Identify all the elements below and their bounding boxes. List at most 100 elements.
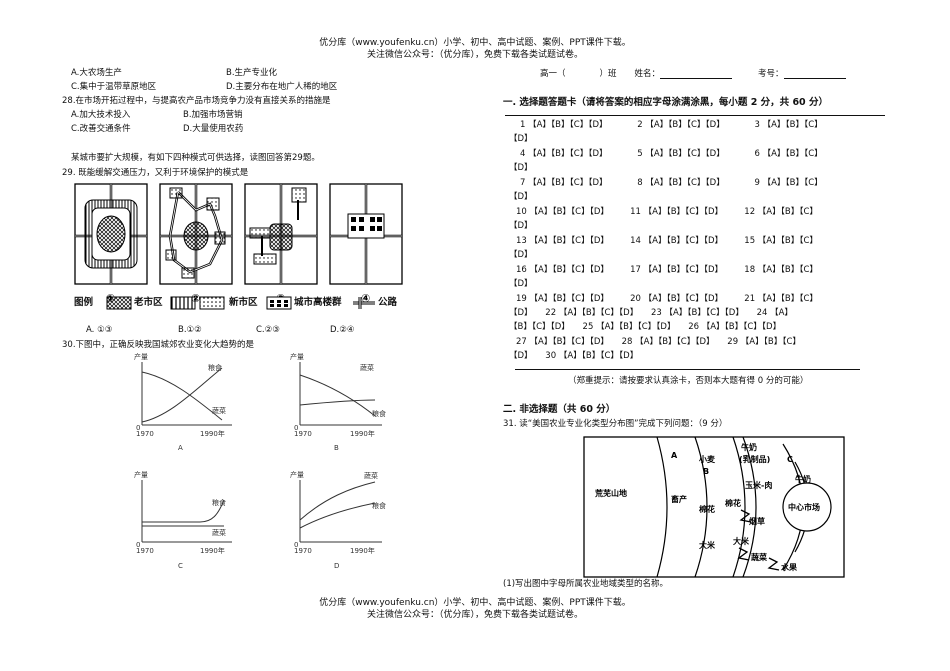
class-prefix: 高一（ <box>540 69 566 79</box>
svg-text:D: D <box>334 562 339 570</box>
q27-opt-d: D.主要分布在地广人稀的地区 <box>226 82 338 92</box>
map-center-market: 中心市场 <box>788 502 820 512</box>
map-cotton-2: 棉花 <box>725 498 741 508</box>
map-rice-2: 大米 <box>733 536 750 546</box>
q30-stem: 30.下图中，正确反映我国城郊农业变化大趋势的是 <box>62 340 255 350</box>
legend-old-swatch <box>106 296 132 310</box>
svg-text:蔬菜: 蔬菜 <box>212 406 226 415</box>
svg-text:粮食: 粮食 <box>208 363 222 372</box>
model-4-diagram <box>329 183 403 285</box>
answer-row-7[interactable]: 19 【A】【B】【C】【D】 20 【A】【B】【C】【D】 21 【A】【B… <box>516 294 818 304</box>
answer-row-1-wrap[interactable]: 【D】 <box>509 134 533 144</box>
svg-text:B: B <box>334 444 339 452</box>
map-livestock: 畜产 <box>671 494 687 504</box>
exam-number-label: 考号： <box>758 69 784 79</box>
q28-opt-a: A.加大技术投入 <box>71 110 131 120</box>
answer-row-3[interactable]: 7 【A】【B】【C】【D】 8 【A】【B】【C】【D】 9 【A】【B】【C… <box>520 178 823 188</box>
answer-row-5-wrap[interactable]: 【D】 <box>509 250 533 260</box>
map-letter-c: C <box>787 455 793 464</box>
model-label-4: ④ <box>361 292 370 305</box>
map-wild: 荒芜山地 <box>594 488 627 498</box>
answer-row-5[interactable]: 13 【A】【B】【C】【D】 14 【A】【B】【C】【D】 15 【A】【B… <box>516 236 818 246</box>
map-letter-a: A <box>671 451 678 460</box>
section-2-title: 二. 非选择题（共 60 分） <box>503 404 616 415</box>
answer-row-2[interactable]: 4 【A】【B】【C】【D】 5 【A】【B】【C】【D】 6 【A】【B】【C… <box>520 149 823 159</box>
answer-card-bottom-rule <box>515 369 860 370</box>
svg-text:1990年: 1990年 <box>200 546 225 555</box>
svg-text:1970: 1970 <box>136 430 154 438</box>
answer-row-3-wrap[interactable]: 【D】 <box>509 192 533 202</box>
map-dairy-2: (乳制品) <box>739 454 770 464</box>
q29-opt-c: C.②③ <box>256 325 280 335</box>
map-veg: 蔬菜 <box>751 552 767 562</box>
answer-row-6[interactable]: 16 【A】【B】【C】【D】 17 【A】【B】【C】【D】 18 【A】【B… <box>516 265 818 275</box>
svg-text:1990年: 1990年 <box>350 429 375 438</box>
svg-text:产量: 产量 <box>290 470 304 479</box>
q29-opt-a: A. ①③ <box>86 325 113 335</box>
answer-card-top-rule <box>505 115 885 116</box>
svg-text:0: 0 <box>136 541 140 549</box>
q27-opt-a: A.大农场生产 <box>71 68 122 78</box>
header-line2: 关注微信公众号：（优分库），免费下载各类试题试卷。 <box>366 50 583 60</box>
map-cotton-1: 棉花 <box>699 504 715 514</box>
graph-d: 产量 0 1970 1990年 蔬菜 粮食 D <box>290 470 386 570</box>
name-label: 姓名： <box>634 69 661 79</box>
map-letter-b: B <box>703 467 709 476</box>
svg-text:蔬菜: 蔬菜 <box>212 528 226 537</box>
model-3-diagram <box>244 183 318 285</box>
map-corn-hog: 玉米-肉 <box>745 480 772 490</box>
footer-line1: 优分库（www.youfenku.cn）小学、初中、高中试题、案例、PPT课件下… <box>319 598 631 608</box>
svg-text:产量: 产量 <box>134 470 148 479</box>
graph-a: 产量 0 1970 1990年 粮食 蔬菜 A <box>134 352 232 452</box>
answer-row-4-wrap[interactable]: 【D】 <box>509 221 533 231</box>
map-tobacco: 烟草 <box>749 516 765 526</box>
svg-text:0: 0 <box>136 424 140 432</box>
section-1-title: 一. 选择题答题卡（请将答案的相应字母涂满涂黑，每小题 2 分，共 60 分） <box>503 97 828 108</box>
footer-line2: 关注微信公众号：（优分库），免费下载各类试题试卷。 <box>366 610 583 620</box>
q29-stem: 29. 既能缓解交通压力，又利于环境保护的模式是 <box>62 168 249 178</box>
exam-number-field[interactable] <box>783 68 846 79</box>
svg-text:C: C <box>178 562 183 570</box>
answer-row-6-wrap[interactable]: 【D】 <box>509 279 533 289</box>
answer-row-10[interactable]: 27 【A】【B】【C】【D】 28 【A】【B】【C】【D】 29 【A】【B… <box>516 337 801 347</box>
map-dairy: 牛奶 <box>741 442 757 452</box>
q28-opt-b: B.加强市场营销 <box>183 110 243 120</box>
answer-row-4[interactable]: 10 【A】【B】【C】【D】 11 【A】【B】【C】【D】 12 【A】【B… <box>516 207 818 217</box>
map-fruit: 水果 <box>780 562 797 572</box>
q27-opt-b: B.生产专业化 <box>226 68 278 78</box>
model-label-2: ② <box>191 292 200 305</box>
city-models-figure: ① ② ③ ④ <box>74 183 403 305</box>
name-field[interactable] <box>660 68 733 79</box>
svg-text:产量: 产量 <box>134 352 148 361</box>
class-suffix: ）班 <box>599 69 617 79</box>
svg-text:产量: 产量 <box>290 352 304 361</box>
map-milk: 牛奶 <box>795 474 811 484</box>
graph-c: 产量 0 1970 1990年 粮食 蔬菜 C <box>134 470 232 570</box>
q27-opt-c: C.集中于温带草原地区 <box>71 82 157 92</box>
svg-text:粮食: 粮食 <box>372 501 386 510</box>
reminder: （郑重提示：请按要求认真涂卡，否则本大题有得 0 分的可能） <box>568 376 809 386</box>
svg-text:0: 0 <box>294 424 298 432</box>
answer-row-11[interactable]: 【D】 30 【A】【B】【C】【D】 <box>509 351 639 361</box>
map-wheat: 小麦 <box>698 454 716 464</box>
q29-opt-b: B.①② <box>178 325 202 335</box>
svg-text:1990年: 1990年 <box>350 546 375 555</box>
answer-row-8[interactable]: 【D】 22 【A】【B】【C】【D】 23 【A】【B】【C】【D】 24 【… <box>509 308 793 318</box>
answer-row-2-wrap[interactable]: 【D】 <box>509 163 533 173</box>
graph-b: 产量 0 1970 1990年 蔬菜 粮食 B <box>290 352 386 452</box>
answer-row-1[interactable]: 1 【A】【B】【C】【D】 2 【A】【B】【C】【D】 3 【A】【B】【C… <box>520 120 823 130</box>
svg-text:蔬菜: 蔬菜 <box>364 471 378 480</box>
legend-road-swatch <box>353 297 375 309</box>
legend-road-label: 公路 <box>378 297 398 308</box>
svg-text:1970: 1970 <box>294 547 312 555</box>
legend-old-label: 老市区 <box>134 297 163 308</box>
q29-intro: 某城市要扩大规模，有如下四种模式可供选择，读图回答第29题。 <box>71 153 320 163</box>
legend-belt-swatch <box>170 296 225 310</box>
svg-text:蔬菜: 蔬菜 <box>360 363 374 372</box>
answer-row-9[interactable]: 【B】【C】【D】 25 【A】【B】【C】【D】 26 【A】【B】【C】【D… <box>509 322 782 332</box>
svg-text:1990年: 1990年 <box>200 429 225 438</box>
svg-text:0: 0 <box>294 541 298 549</box>
svg-text:A: A <box>178 444 183 452</box>
q29-opt-d: D.②④ <box>330 325 355 335</box>
legend-tall-label: 城市高楼群 <box>294 297 342 308</box>
